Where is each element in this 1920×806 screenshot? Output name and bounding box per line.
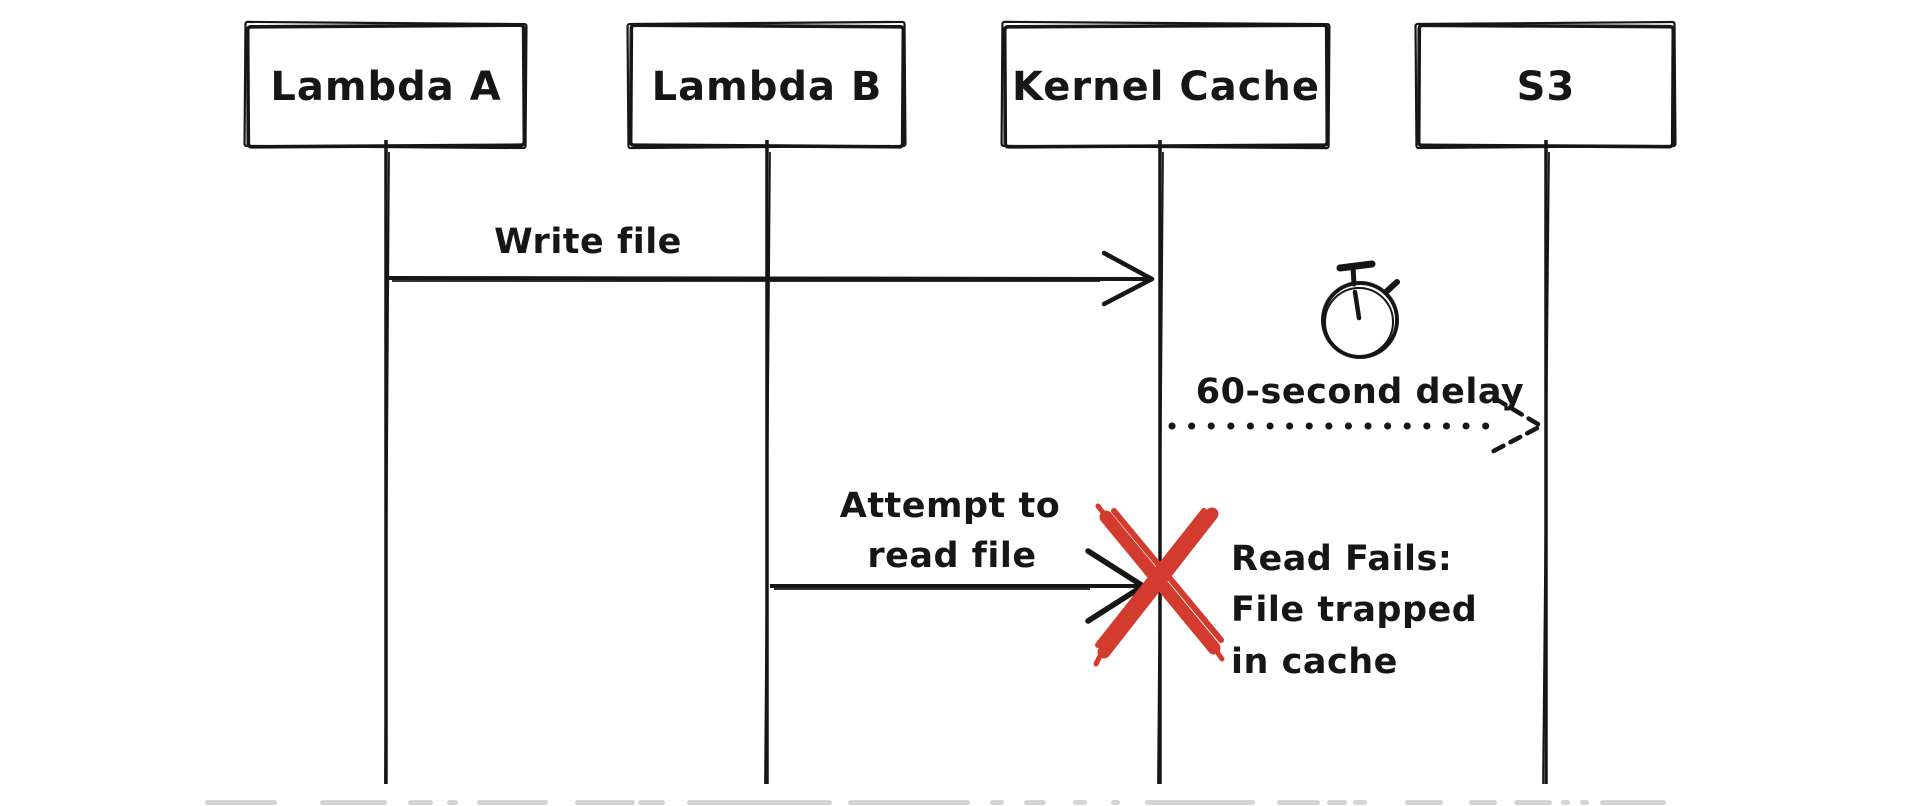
failure-note-line2: File trapped (1231, 590, 1477, 630)
red-x-icon (1093, 503, 1225, 667)
actor-box-s3: S3 (1414, 20, 1677, 150)
actor-label-kernel-cache: Kernel Cache (1012, 64, 1320, 110)
read-attempt-label-line1: Attempt to (840, 486, 1061, 526)
actor-label-lambda-a: Lambda A (270, 64, 501, 110)
actor-box-kernel-cache: Kernel Cache (1000, 20, 1331, 150)
actor-label-s3: S3 (1517, 64, 1576, 110)
lifeline-kernel-cache (1157, 140, 1164, 785)
lifeline-lambda-a (384, 140, 390, 785)
failure-note: Read Fails: File trapped in cache (1231, 539, 1477, 682)
actor-box-lambda-a: Lambda A (243, 20, 528, 150)
actor-box-lambda-b: Lambda B (626, 20, 907, 150)
lifeline-s3 (1542, 140, 1550, 785)
lifeline-lambda-b (764, 140, 771, 785)
write-file-label: Write file (494, 222, 682, 262)
read-attempt-label: Attempt to read file (840, 486, 1061, 576)
bottom-crop-artifacts (205, 800, 1666, 805)
write-file-arrow (387, 250, 1155, 307)
delay-dotted-arrow (1168, 396, 1546, 456)
failure-note-line1: Read Fails: (1231, 539, 1452, 579)
actor-label-lambda-b: Lambda B (652, 64, 883, 110)
stopwatch-icon (1321, 260, 1400, 359)
failure-note-line3: in cache (1231, 642, 1398, 682)
delay-label: 60-second delay (1196, 372, 1524, 412)
read-attempt-label-line2: read file (867, 536, 1036, 576)
